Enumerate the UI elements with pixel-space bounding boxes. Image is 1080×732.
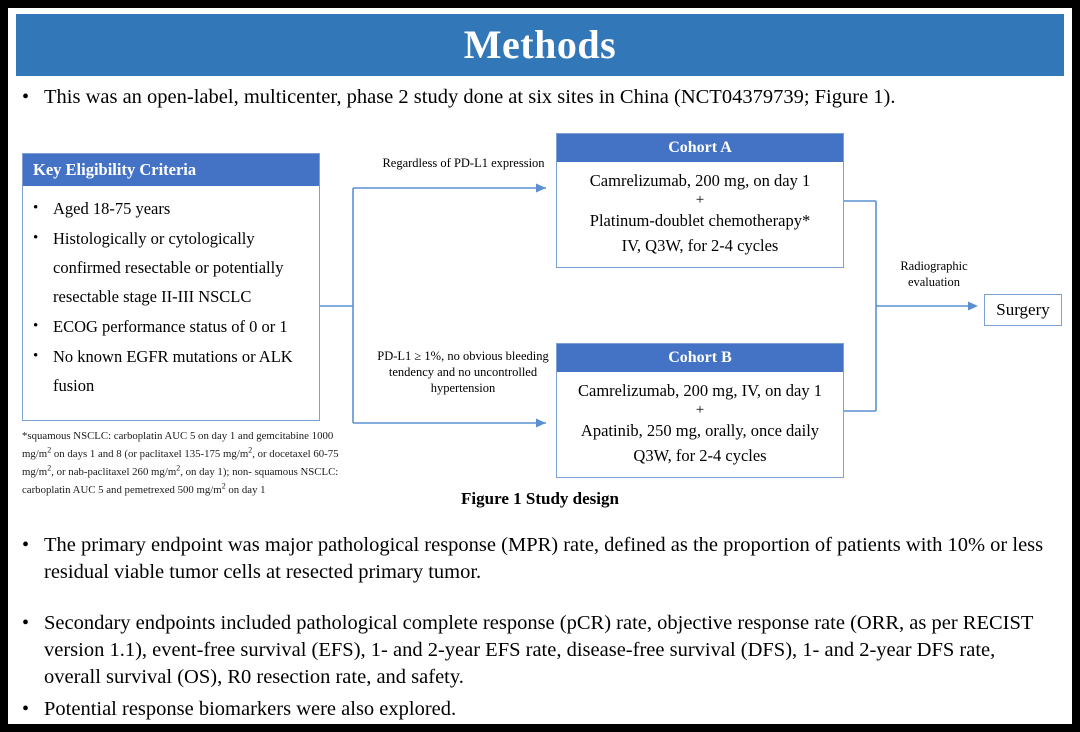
- bullet-lead: • This was an open-label, multicenter, p…: [22, 84, 1062, 111]
- cohort-b-box: Cohort B Camrelizumab, 200 mg, IV, on da…: [556, 343, 844, 478]
- bullet-secondary-endpoints: • Secondary endpoints included pathologi…: [22, 610, 1057, 691]
- bullet-biomarkers-text: Potential response biomarkers were also …: [44, 698, 457, 720]
- slide-canvas: Methods • This was an open-label, multic…: [8, 8, 1072, 724]
- branch-label-radiographic: Radiographic evaluation: [900, 259, 968, 289]
- footnote-line: paclitaxel 135-175 mg/m2, or docetaxel 6…: [22, 445, 339, 479]
- figure-caption: Figure 1 Study design: [461, 489, 619, 508]
- footnote-line: *squamous NSCLC: carboplatin AUC 5 on da…: [22, 430, 334, 461]
- cohort-b-plus: +: [695, 402, 705, 418]
- bullet-primary-endpoint-text: The primary endpoint was major pathologi…: [44, 534, 1044, 583]
- page-title: Methods: [463, 22, 617, 67]
- eligibility-list: • Aged 18-75 years • Histologically or c…: [23, 186, 319, 400]
- slide-title-banner: Methods: [16, 14, 1064, 76]
- branch-label-cohort-a: Regardless of PD-L1 expression: [382, 156, 545, 170]
- bullet-marker-icon: •: [33, 348, 39, 364]
- bullet-lead-text: This was an open-label, multicenter, pha…: [44, 86, 896, 108]
- branch-label-cohort-b: PD-L1 ≥ 1%, no obvious bleeding tendency…: [377, 349, 549, 395]
- cohort-b-line-2: Apatinib, 250 mg, orally, once daily: [580, 421, 820, 440]
- eligibility-header: Key Eligibility Criteria: [23, 154, 319, 186]
- cohort-b-line-1: Camrelizumab, 200 mg, IV, on day 1: [578, 381, 822, 400]
- bullet-marker-icon: •: [33, 318, 39, 334]
- cohort-b-line-3: Q3W, for 2-4 cycles: [633, 446, 767, 465]
- eligibility-item-label: No known EGFR mutations or ALK fusion: [53, 347, 293, 395]
- bullet-marker-icon: •: [22, 534, 30, 556]
- study-design-figure: Key Eligibility Criteria • Aged 18-75 ye…: [8, 126, 1072, 516]
- bullet-marker-icon: •: [22, 612, 30, 634]
- cohort-a-line-2: Platinum-doublet chemotherapy*: [589, 211, 811, 230]
- list-item: • Aged 18-75 years: [33, 194, 311, 223]
- list-item: • Histologically or cytologically confir…: [33, 224, 311, 311]
- cohort-b-header: Cohort B: [557, 344, 843, 372]
- figure-footnote: *squamous NSCLC: carboplatin AUC 5 on da…: [22, 429, 352, 498]
- bullet-marker-icon: •: [33, 230, 39, 246]
- cohort-a-line-1: Camrelizumab, 200 mg, on day 1: [589, 171, 811, 190]
- bullet-marker-icon: •: [22, 86, 30, 108]
- eligibility-item-label: Histologically or cytologically confirme…: [53, 229, 284, 306]
- surgery-box: Surgery: [984, 294, 1062, 326]
- bullet-marker-icon: •: [22, 698, 30, 720]
- cohort-a-body: Camrelizumab, 200 mg, on day 1 + Platinu…: [557, 162, 843, 258]
- cohort-a-line-3: IV, Q3W, for 2-4 cycles: [621, 236, 779, 255]
- list-item: • No known EGFR mutations or ALK fusion: [33, 342, 311, 400]
- list-item: • ECOG performance status of 0 or 1: [33, 312, 311, 341]
- eligibility-item-label: Aged 18-75 years: [53, 199, 171, 218]
- bullet-biomarkers: • Potential response biomarkers were als…: [22, 696, 922, 723]
- cohort-b-body: Camrelizumab, 200 mg, IV, on day 1 + Apa…: [557, 372, 843, 468]
- footnote-line: squamous NSCLC: carboplatin AUC 5 and pe…: [22, 466, 339, 497]
- cohort-a-box: Cohort A Camrelizumab, 200 mg, on day 1 …: [556, 133, 844, 268]
- eligibility-criteria-box: Key Eligibility Criteria • Aged 18-75 ye…: [22, 153, 320, 421]
- bullet-marker-icon: •: [33, 200, 39, 216]
- bullet-secondary-endpoints-text: Secondary endpoints included pathologica…: [44, 612, 1034, 688]
- eligibility-item-label: ECOG performance status of 0 or 1: [53, 317, 288, 336]
- cohort-a-header: Cohort A: [557, 134, 843, 162]
- bullet-primary-endpoint: • The primary endpoint was major patholo…: [22, 532, 1057, 586]
- cohort-a-plus: +: [695, 192, 705, 208]
